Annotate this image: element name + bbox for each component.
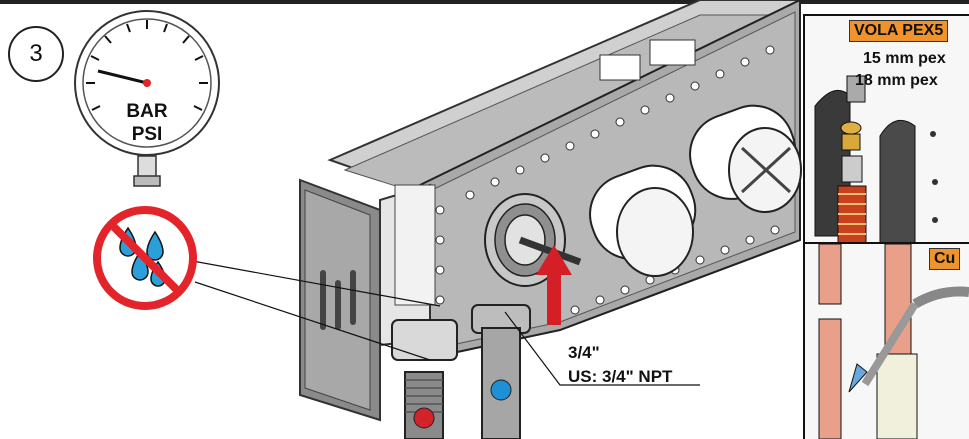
- cu-tag: Cu: [929, 248, 961, 270]
- connection-us-size-label: US: 3/4" NPT: [568, 367, 673, 386]
- cartridge-cylinder-2: [689, 104, 802, 213]
- plate-holes: [435, 45, 780, 335]
- pex-fitting-illustration: [814, 75, 938, 244]
- step-number: 3: [8, 26, 64, 82]
- inset-copper: Cu: [803, 242, 969, 439]
- gauge-unit-psi: PSI: [131, 124, 163, 145]
- inlet-right: [471, 304, 531, 439]
- gauge-unit-bar: BAR: [126, 101, 168, 122]
- pressure-gauge: [74, 10, 220, 187]
- pex-15mm-label: 15 mm pex: [863, 50, 946, 67]
- leader-lines: [186, 259, 700, 386]
- pex-18mm-label: 18 mm pex: [855, 72, 938, 89]
- pex-tag: VOLA PEX5: [849, 20, 949, 42]
- red-arrow: [536, 245, 572, 325]
- no-water-icon: [93, 206, 197, 310]
- cartridge-cylinder-1: [589, 164, 697, 277]
- inset-pex: VOLA PEX5 15 mm pex 18 mm pex: [803, 14, 969, 246]
- copper-pipe-illustration: [818, 244, 969, 439]
- top-border: [0, 0, 969, 4]
- inlet-left: [391, 319, 458, 439]
- connection-size-label: 3/4": [568, 343, 600, 362]
